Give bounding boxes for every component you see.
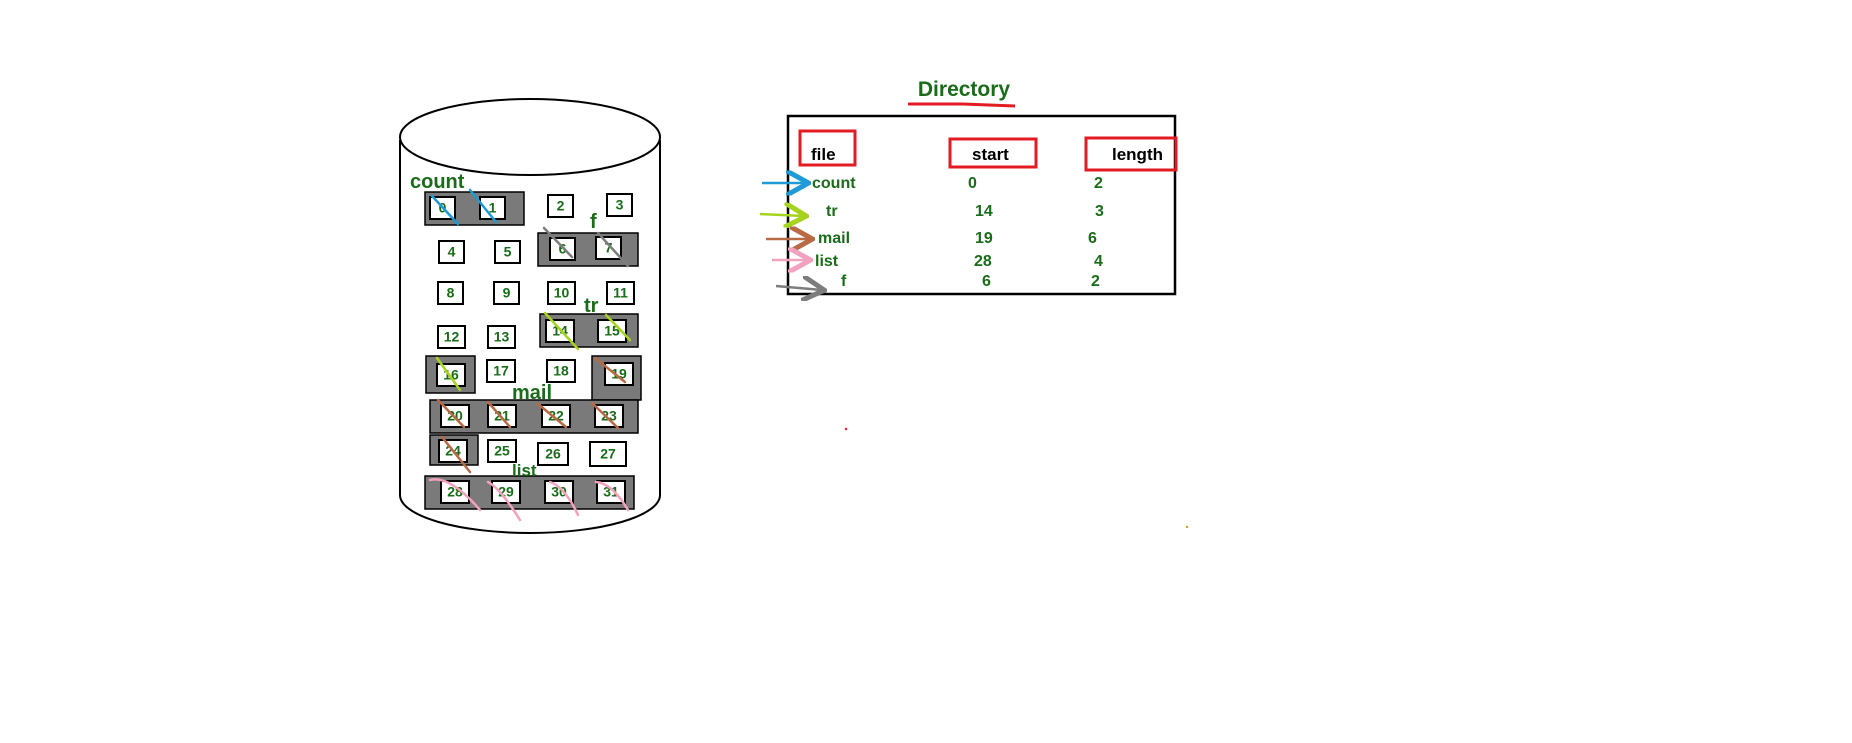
row-file: mail — [818, 230, 850, 247]
svg-text:23: 23 — [601, 408, 617, 424]
svg-text:3: 3 — [616, 197, 624, 213]
label-count: count — [410, 171, 465, 193]
disk-block: 28 — [440, 480, 470, 504]
disk-block: 5 — [494, 240, 521, 264]
svg-text:11: 11 — [613, 285, 628, 301]
svg-text:26: 26 — [545, 446, 561, 462]
directory-row: tr 14 3 — [826, 203, 1104, 220]
disk-block: 18 — [546, 359, 576, 383]
svg-text:25: 25 — [494, 443, 510, 459]
disk-block: 7 — [595, 236, 622, 260]
row-length: 2 — [1094, 175, 1103, 192]
svg-text:22: 22 — [548, 408, 564, 424]
disk-block: 25 — [487, 439, 517, 463]
row-length: 2 — [1091, 273, 1100, 290]
disk-block: 10 — [547, 281, 576, 305]
svg-text:8: 8 — [447, 285, 455, 301]
svg-text:31: 31 — [603, 484, 619, 500]
speck — [1185, 525, 1189, 529]
svg-text:21: 21 — [494, 408, 510, 424]
speck — [844, 427, 848, 431]
svg-text:30: 30 — [551, 484, 567, 500]
disk-block: 17 — [486, 359, 516, 383]
header-start-box — [948, 137, 1038, 169]
allocation-strokes — [428, 188, 632, 522]
disk-block: 13 — [487, 325, 516, 349]
row-length: 3 — [1095, 203, 1104, 220]
row-start: 6 — [982, 273, 991, 290]
disk-block: 9 — [493, 281, 520, 305]
disk-block: 15 — [597, 319, 627, 343]
row-start: 19 — [975, 230, 993, 247]
svg-text:13: 13 — [494, 329, 510, 345]
svg-text:9: 9 — [503, 285, 511, 301]
row-file: list — [815, 253, 839, 270]
directory-row: count 0 2 — [812, 175, 1103, 192]
svg-text:4: 4 — [448, 244, 456, 260]
disk-block: 30 — [544, 480, 574, 504]
row-file: f — [841, 273, 847, 290]
directory-title: Directory — [918, 78, 1011, 101]
row-file: tr — [826, 203, 838, 220]
svg-text:7: 7 — [605, 240, 613, 256]
directory-row: mail 19 6 — [818, 230, 1097, 247]
label-list: list — [512, 461, 537, 480]
row-start: 0 — [968, 175, 977, 192]
row-start: 14 — [975, 203, 993, 220]
arrow-tr — [759, 214, 804, 216]
disk-block: 8 — [437, 281, 464, 305]
row-length: 4 — [1094, 253, 1103, 270]
svg-text:15: 15 — [604, 323, 620, 339]
header-file: file — [811, 145, 836, 164]
disk-blocks: 0 1 2 3 4 5 6 7 8 9 10 11 12 13 14 15 16… — [429, 193, 635, 504]
svg-text:27: 27 — [600, 446, 616, 462]
directory-row: f 6 2 — [841, 273, 1100, 290]
svg-text:2: 2 — [557, 198, 565, 214]
svg-text:20: 20 — [447, 408, 463, 424]
disk-block: 2 — [547, 194, 574, 218]
directory-table — [786, 114, 1177, 296]
label-mail: mail — [512, 382, 552, 404]
svg-text:12: 12 — [444, 329, 460, 345]
directory-row: list 28 4 — [815, 253, 1103, 270]
label-f: f — [590, 211, 597, 233]
row-file: count — [812, 175, 856, 192]
header-file-box — [798, 129, 857, 167]
disk-block: 22 — [541, 404, 571, 428]
disk-block: 19 — [604, 362, 634, 386]
arrow-f — [775, 286, 822, 290]
row-start: 28 — [974, 253, 992, 270]
disk-block: 26 — [537, 442, 569, 466]
title-underline — [908, 102, 1016, 108]
header-length-box — [1084, 136, 1178, 172]
svg-text:19: 19 — [611, 366, 627, 382]
disk-block: 12 — [437, 325, 466, 349]
disk-block: 23 — [594, 404, 624, 428]
disk-block: 4 — [438, 240, 465, 264]
svg-text:17: 17 — [493, 363, 509, 379]
disk-block: 27 — [589, 441, 627, 467]
svg-text:18: 18 — [553, 363, 569, 379]
svg-text:1: 1 — [489, 200, 497, 216]
header-start: start — [972, 145, 1009, 164]
svg-text:28: 28 — [447, 484, 463, 500]
directory: Directory file start length count 0 2 tr… — [759, 78, 1178, 296]
disk-block: 16 — [436, 363, 466, 387]
disk-block: 3 — [606, 193, 633, 217]
svg-text:10: 10 — [554, 285, 570, 301]
row-length: 6 — [1088, 230, 1097, 247]
header-length: length — [1112, 145, 1163, 164]
label-tr: tr — [584, 295, 599, 317]
disk-block: 11 — [606, 281, 635, 305]
svg-text:5: 5 — [504, 244, 512, 260]
